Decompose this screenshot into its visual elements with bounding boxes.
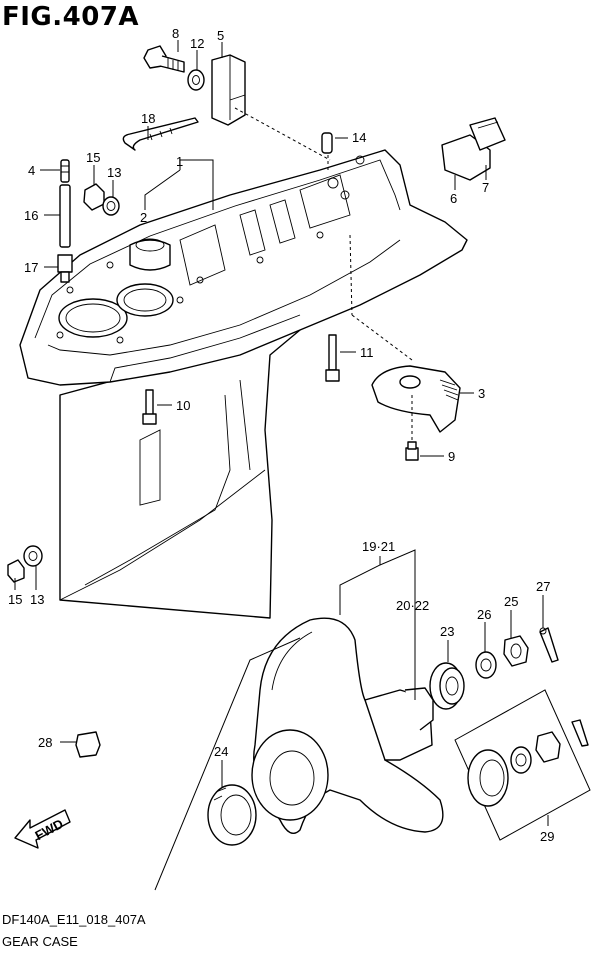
- plug-part-28[interactable]: [75, 731, 101, 758]
- callout-23: 23: [440, 624, 454, 639]
- callout-9: 9: [448, 449, 455, 464]
- callout-14: 14: [352, 130, 366, 145]
- callout-25: 25: [504, 594, 518, 609]
- cotter-pin-part-27[interactable]: [539, 627, 559, 663]
- callout-5: 5: [217, 28, 224, 43]
- bolt-part-10[interactable]: [142, 389, 157, 425]
- trim-tab-part-3[interactable]: [371, 365, 461, 433]
- callout-18: 18: [141, 111, 155, 126]
- gasket-part-13-lower[interactable]: [23, 545, 43, 567]
- bolt-part-9[interactable]: [405, 441, 419, 461]
- callout-16: 16: [24, 208, 38, 223]
- callout-4: 4: [28, 163, 35, 178]
- callout-13-upper: 13: [107, 165, 121, 180]
- bolt-part-11[interactable]: [325, 334, 340, 382]
- pipe-part-16[interactable]: [59, 184, 71, 248]
- oil-plug-part-15-lower[interactable]: [7, 559, 25, 583]
- callout-15-upper: 15: [86, 150, 100, 165]
- drawing-caption: GEAR CASE: [2, 934, 78, 949]
- callout-7: 7: [482, 180, 489, 195]
- callout-6: 6: [450, 191, 457, 206]
- spacer-part-24[interactable]: [207, 784, 257, 846]
- callout-20-22: 20·22: [396, 598, 429, 613]
- callout-8: 8: [172, 26, 179, 41]
- clip-part-18[interactable]: [122, 117, 199, 151]
- callout-11: 11: [360, 345, 374, 360]
- callout-27: 27: [536, 579, 550, 594]
- gear-case-housing[interactable]: [19, 149, 468, 619]
- bushing-part-23[interactable]: [429, 662, 465, 710]
- oil-plug-part-15-upper[interactable]: [83, 183, 105, 211]
- kit-box-part-29[interactable]: [454, 689, 591, 841]
- callout-26: 26: [477, 607, 491, 622]
- figure-title: FIG.407A: [2, 2, 140, 32]
- cover-part-6-7[interactable]: [441, 117, 506, 181]
- leader-lines: [14, 40, 549, 891]
- drawing-code: DF140A_E11_018_407A: [2, 912, 146, 927]
- nut-part-25[interactable]: [503, 635, 529, 667]
- callout-2: 2: [140, 210, 147, 225]
- gasket-part-13-upper[interactable]: [102, 196, 120, 216]
- plug-part-4[interactable]: [60, 159, 70, 183]
- fitting-part-17[interactable]: [57, 254, 73, 283]
- callout-29: 29: [540, 829, 554, 844]
- callout-10: 10: [176, 398, 190, 413]
- callout-28: 28: [38, 735, 52, 750]
- callout-12: 12: [190, 36, 204, 51]
- dowel-pin-part-14[interactable]: [321, 132, 333, 154]
- callout-1: 1: [176, 154, 183, 169]
- callout-15-lower: 15: [8, 592, 22, 607]
- fwd-arrow-icon: FWD: [14, 809, 71, 849]
- washer-part-26[interactable]: [475, 651, 497, 679]
- callout-19-21: 19·21: [362, 539, 395, 554]
- callout-17: 17: [24, 260, 38, 275]
- callout-13-lower: 13: [30, 592, 44, 607]
- callout-3: 3: [478, 386, 485, 401]
- anode-part-5[interactable]: [211, 54, 246, 126]
- callout-24: 24: [214, 744, 228, 759]
- washer-part-12[interactable]: [187, 69, 205, 91]
- propeller-part-19-21[interactable]: [251, 617, 444, 834]
- callout-labels: 8 12 5 18 14 1 4 15 13 2 16 17 6 7 11 10…: [8, 26, 554, 844]
- fwd-label: FWD: [32, 816, 65, 843]
- bolt-part-8[interactable]: [143, 45, 185, 73]
